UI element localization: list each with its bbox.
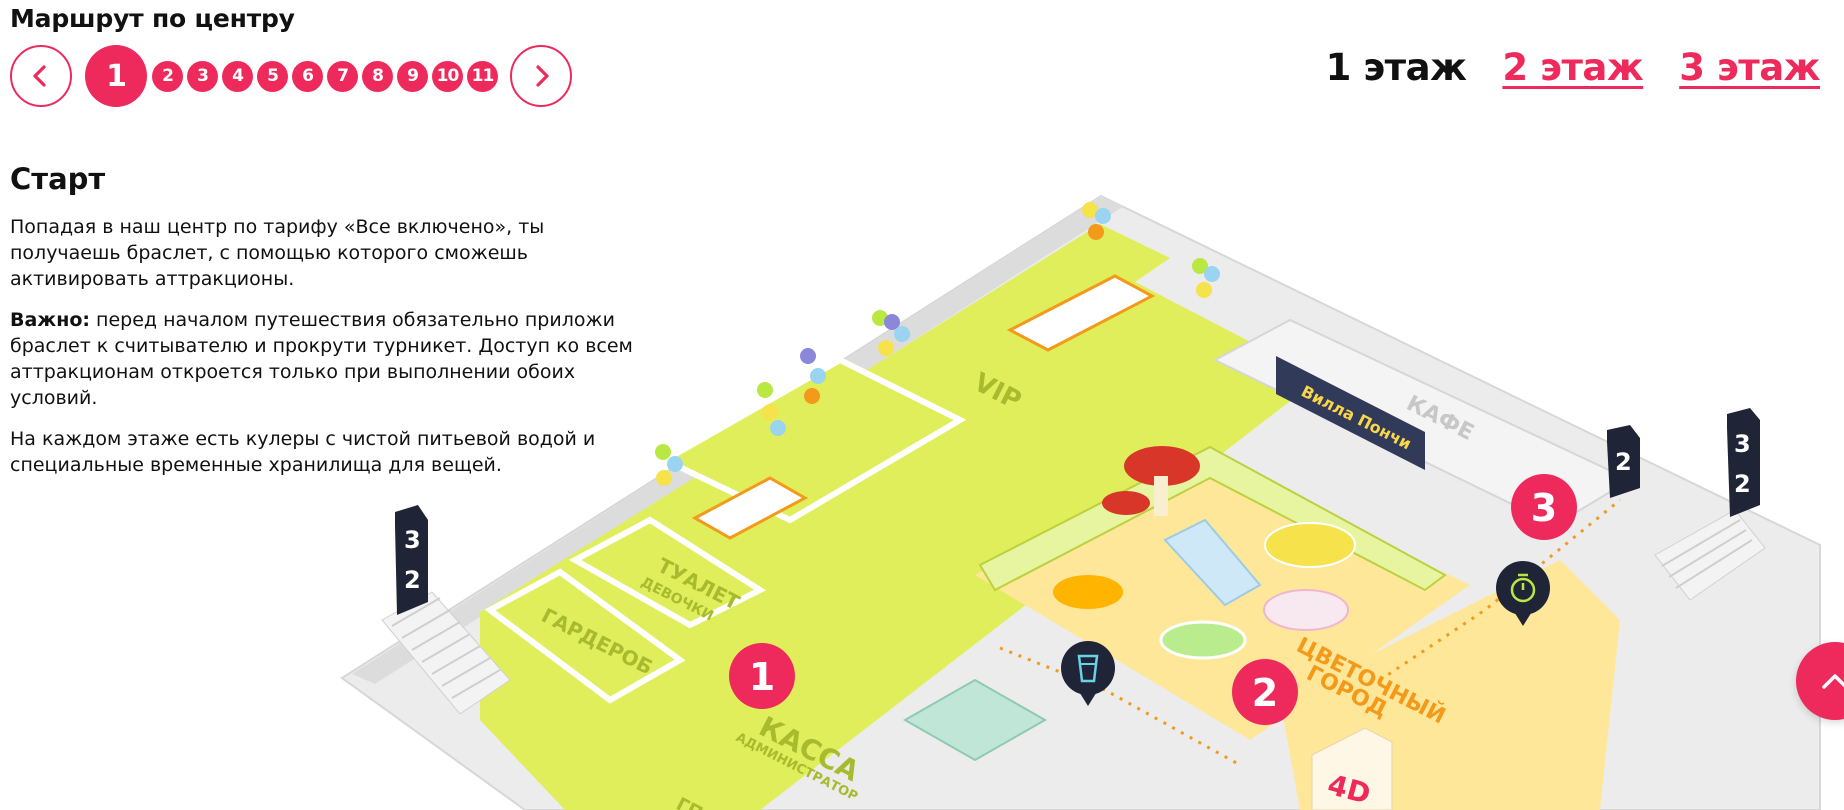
mushroom-cap <box>1124 446 1200 486</box>
stage-description: Попадая в наш центр по тарифу «Все включ… <box>10 214 650 493</box>
step-1[interactable]: 1 <box>85 45 147 107</box>
four-d-room <box>1311 727 1393 810</box>
description-paragraph-2: Важно: перед началом путешествия обязате… <box>10 307 650 411</box>
step-5[interactable]: 5 <box>257 60 288 92</box>
step-2[interactable]: 2 <box>152 60 183 92</box>
stair-marker-right-3: 3 <box>1734 430 1751 458</box>
important-label: Важно: <box>10 309 90 331</box>
step-8[interactable]: 8 <box>362 60 393 92</box>
stage-title: Старт <box>10 162 106 196</box>
description-paragraph-3: На каждом этаже есть кулеры с чистой пит… <box>10 428 596 476</box>
map-marker-2-label: 2 <box>1252 671 1278 715</box>
stair-marker-right: 3 2 <box>1727 408 1760 517</box>
route-path <box>999 498 1621 767</box>
play-pen-wall <box>978 445 1447 592</box>
map-marker-1-label: 1 <box>749 655 775 699</box>
stair-marker-left-3: 3 <box>404 526 421 554</box>
chevron-left-icon <box>33 65 46 87</box>
right-stairs <box>1654 509 1766 601</box>
step-7[interactable]: 7 <box>327 60 358 92</box>
small-mushroom-cap <box>1102 491 1150 515</box>
floor-1-current: 1 этаж <box>1325 46 1467 89</box>
vip-table-top <box>1006 274 1156 352</box>
important-text: перед началом путешествия обязательно пр… <box>10 309 633 409</box>
stair-marker-left: 3 2 <box>395 505 428 615</box>
route-stepper: 1 2 3 4 5 6 7 8 9 10 11 <box>10 44 572 108</box>
step-list: 1 2 3 4 5 6 7 8 9 10 11 <box>85 45 502 107</box>
description-paragraph-1: Попадая в наш центр по тарифу «Все включ… <box>10 216 545 290</box>
step-3[interactable]: 3 <box>187 60 218 92</box>
map-marker-1[interactable]: 1 <box>729 643 795 709</box>
stair-marker-left-2: 2 <box>404 566 421 594</box>
floor-2-link[interactable]: 2 этаж <box>1502 46 1644 89</box>
step-10[interactable]: 10 <box>432 60 463 92</box>
yellow-pool <box>1053 575 1123 609</box>
toilet-room <box>568 516 767 629</box>
floor-3-link[interactable]: 3 этаж <box>1679 46 1820 89</box>
next-step-button[interactable] <box>510 45 572 107</box>
floor-map: Вилла Пончи VIP КАФЕ ТУАЛЕТ ДЕВОЧКИ ГАРД… <box>335 180 1844 810</box>
stair-marker-right-2: 2 <box>1734 470 1751 498</box>
route-title: Маршрут по центру <box>10 4 295 33</box>
floor-switcher: 1 этаж 2 этаж 3 этаж <box>1325 46 1821 89</box>
map-marker-3[interactable]: 3 <box>1511 474 1577 540</box>
step-9[interactable]: 9 <box>397 60 428 92</box>
mushroom-stem <box>1154 476 1168 516</box>
chevron-up-icon <box>1822 674 1844 689</box>
stair-marker-mid-2: 2 <box>1615 448 1632 476</box>
main-floor <box>480 224 1320 810</box>
stair-marker-mid: 2 <box>1607 425 1640 498</box>
map-marker-3-label: 3 <box>1531 486 1557 530</box>
umbrella <box>1264 522 1356 568</box>
step-4[interactable]: 4 <box>222 60 253 92</box>
slide <box>1163 518 1262 607</box>
right-stair-steps <box>1661 519 1753 589</box>
chevron-right-icon <box>536 65 549 87</box>
carousel <box>1263 589 1349 631</box>
step-11[interactable]: 11 <box>467 60 498 92</box>
map-marker-2[interactable]: 2 <box>1232 659 1298 725</box>
round-bench <box>1159 620 1247 660</box>
wardrobe-room <box>484 568 686 704</box>
prev-step-button[interactable] <box>10 45 72 107</box>
floor-map-drawing: Вилла Пончи VIP КАФЕ ТУАЛЕТ ДЕВОЧКИ ГАРД… <box>340 194 1821 810</box>
stopwatch-icon[interactable] <box>1496 561 1550 626</box>
balloons-decoration <box>655 202 1220 486</box>
cashier-desk <box>902 678 1048 762</box>
step-6[interactable]: 6 <box>292 60 323 92</box>
left-stair-steps <box>391 597 501 699</box>
vip-table-left <box>691 476 809 540</box>
water-cooler-icon[interactable] <box>1061 641 1115 706</box>
villa-sign-board <box>1276 356 1425 470</box>
